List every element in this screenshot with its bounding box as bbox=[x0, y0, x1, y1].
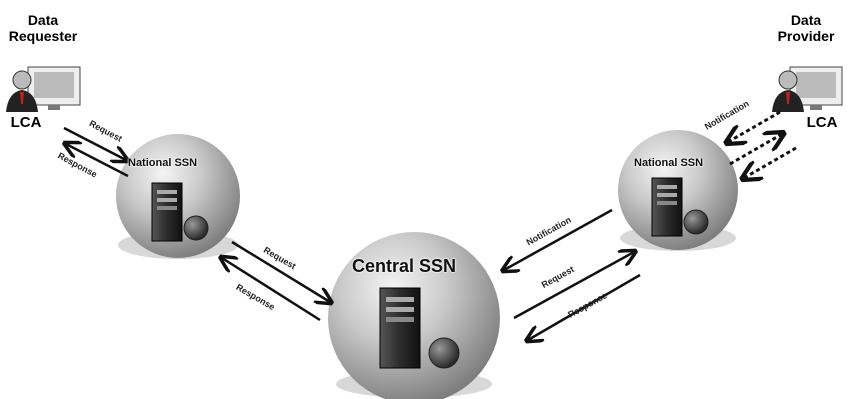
person-icon bbox=[772, 70, 804, 112]
response-arrow bbox=[744, 146, 797, 178]
national-ssn-right-label: National SSN bbox=[634, 157, 704, 169]
national-ssn-left-node bbox=[116, 134, 240, 259]
disk-icon bbox=[183, 215, 209, 241]
disk-icon bbox=[683, 209, 709, 235]
notification-arrow bbox=[504, 208, 613, 270]
provider-icon bbox=[772, 66, 843, 112]
provider-role-label: LCA bbox=[806, 114, 838, 131]
response-arrow bbox=[528, 273, 641, 340]
national-ssn-right-node bbox=[618, 130, 738, 251]
monitor-icon bbox=[789, 66, 843, 110]
request-arrow bbox=[63, 126, 126, 160]
central-ssn-node bbox=[328, 232, 500, 399]
requester-role-label: LCA bbox=[10, 114, 42, 131]
provider-title: Data Provider bbox=[764, 12, 848, 44]
request-arrow bbox=[729, 134, 782, 166]
provider-title-line2: Provider bbox=[777, 28, 835, 45]
server-icon bbox=[151, 182, 183, 242]
central-ssn-label: Central SSN bbox=[352, 256, 457, 276]
requester-icon bbox=[6, 66, 81, 112]
requester-title-line1: Data bbox=[27, 12, 59, 28]
notification-arrow bbox=[728, 110, 781, 142]
disk-icon bbox=[428, 337, 460, 369]
provider-title-line1: Data bbox=[790, 12, 822, 28]
request-arrow bbox=[513, 252, 634, 320]
requester-title: Data Requester bbox=[2, 12, 84, 44]
server-icon bbox=[379, 287, 421, 369]
response-arrow bbox=[222, 258, 321, 322]
national-ssn-left-label: National SSN bbox=[128, 157, 198, 169]
requester-title-line2: Requester bbox=[8, 28, 78, 45]
response-arrow bbox=[66, 144, 129, 178]
monitor-icon bbox=[27, 66, 81, 110]
server-icon bbox=[651, 177, 683, 237]
request-arrow bbox=[231, 240, 330, 302]
person-icon bbox=[6, 70, 38, 112]
